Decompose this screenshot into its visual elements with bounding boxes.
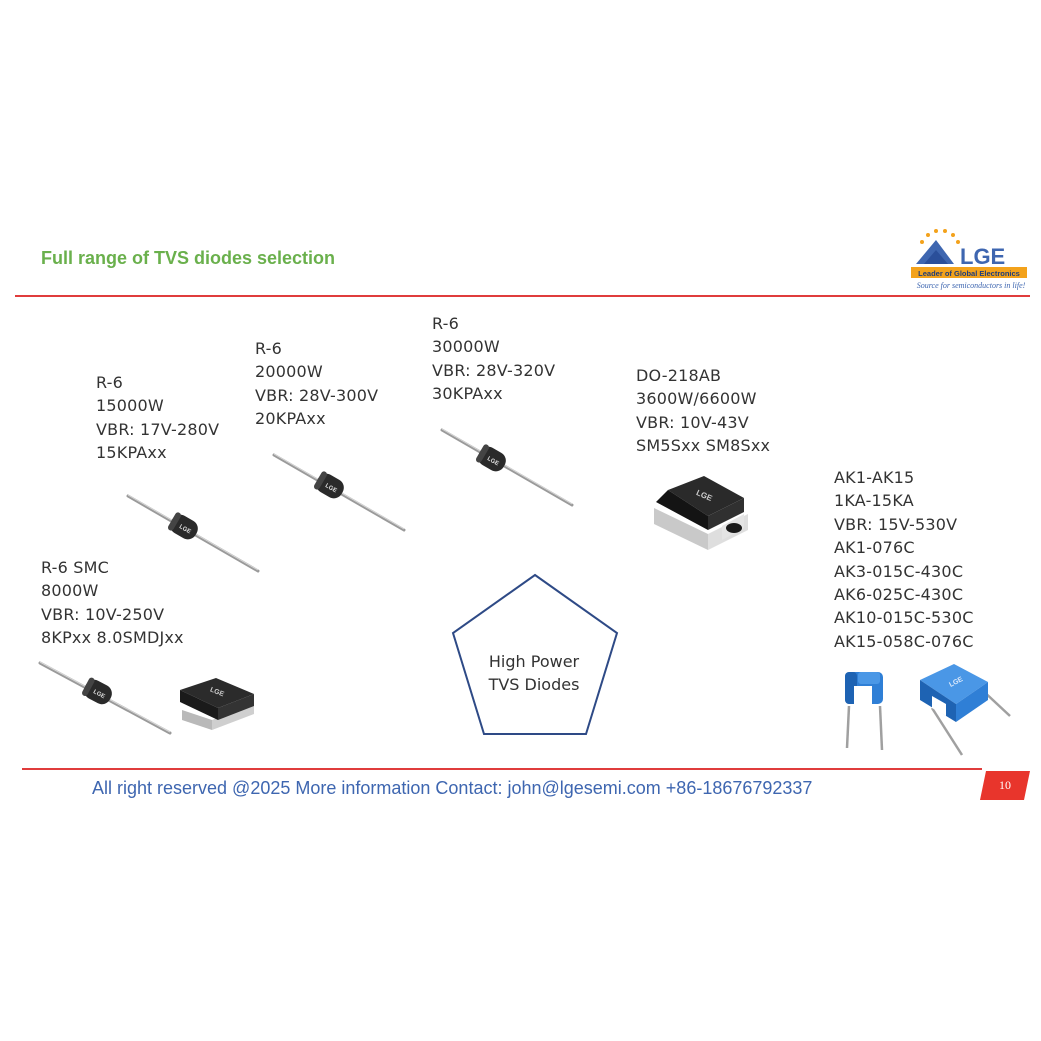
spec-r6-smc: R-6 SMC 8000W VBR: 10V-250V 8KPxx 8.0SMD…	[41, 556, 184, 650]
spec-line: AK1-AK15	[834, 468, 915, 487]
spec-line: VBR: 28V-300V	[255, 385, 379, 405]
pentagon-label-line: High Power	[488, 652, 580, 671]
footer-divider	[22, 768, 982, 770]
ak-small-package-image	[845, 672, 884, 751]
page-number-badge: 10	[980, 771, 1030, 800]
pentagon-shape	[451, 573, 619, 735]
spec-line: R-6	[255, 339, 283, 358]
spec-line: R-6	[432, 314, 460, 333]
pentagon-label-line: TVS Diodes	[488, 675, 580, 694]
spec-ak-series: AK1-AK15 1KA-15KA VBR: 15V-530V AK1-076C…	[834, 466, 974, 653]
spec-line: 15KPAxx	[96, 443, 167, 463]
svg-text:LGE: LGE	[324, 483, 338, 494]
svg-text:Source for semiconductors in l: Source for semiconductors in life!	[917, 281, 1026, 290]
spec-line: 1KA-15KA	[834, 491, 914, 511]
ak-large-package-image: LGE	[920, 664, 1011, 756]
svg-text:LGE: LGE	[486, 456, 500, 467]
do218ab-package-image: LGE	[654, 476, 748, 550]
spec-line: VBR: 17V-280V	[96, 419, 220, 439]
spec-line: 20KPAxx	[255, 409, 326, 429]
spec-line: 8KPxx 8.0SMDJxx	[41, 628, 184, 648]
spec-r6-15kpa: R-6 15000W VBR: 17V-280V 15KPAxx	[96, 371, 219, 465]
svg-text:LGE: LGE	[178, 524, 192, 535]
spec-line: 30KPAxx	[432, 384, 503, 404]
page-title: Full range of TVS diodes selection	[41, 248, 336, 268]
spec-line: 15000W	[96, 396, 164, 416]
spec-line: VBR: 10V-43V	[636, 412, 749, 432]
spec-line: 20000W	[255, 362, 323, 382]
spec-line: VBR: 28V-320V	[432, 360, 556, 380]
diode-r6-30kpa-image: LGE	[440, 428, 574, 507]
footer-contact: All right reserved @2025 More informatio…	[92, 778, 813, 798]
spec-line: AK1-076C	[834, 538, 915, 558]
spec-line: AK3-015C-430C	[834, 561, 964, 581]
spec-line: SM5Sxx SM8Sxx	[636, 436, 771, 456]
smc-package-image: LGE	[180, 678, 254, 730]
svg-text:LGE: LGE	[960, 244, 1005, 269]
diode-r6-15kpa-image: LGE	[126, 494, 260, 573]
spec-r6-30kpa: R-6 30000W VBR: 28V-320V 30KPAxx	[432, 312, 555, 406]
company-logo: LGE Leader of Global Electronics Source …	[908, 228, 1030, 294]
spec-line: VBR: 10V-250V	[41, 604, 165, 624]
spec-line: AK6-025C-430C	[834, 585, 964, 605]
spec-line: 30000W	[432, 337, 500, 357]
spec-line: VBR: 15V-530V	[834, 514, 958, 534]
spec-line: AK10-015C-530C	[834, 608, 974, 628]
spec-line: R-6	[96, 373, 124, 392]
spec-line: 3600W/6600W	[636, 389, 757, 409]
svg-text:LGE: LGE	[92, 689, 106, 700]
svg-text:Leader of Global Electronics: Leader of Global Electronics	[918, 269, 1020, 278]
header-divider	[15, 295, 1030, 297]
spec-line: R-6 SMC	[41, 558, 110, 577]
spec-r6-20kpa: R-6 20000W VBR: 28V-300V 20KPAxx	[255, 337, 378, 431]
spec-do218ab: DO-218AB 3600W/6600W VBR: 10V-43V SM5Sxx…	[636, 364, 770, 458]
spec-line: 8000W	[41, 581, 99, 601]
spec-line: DO-218AB	[636, 366, 722, 385]
pentagon-label: High Power TVS Diodes	[470, 650, 598, 696]
diode-r6-smc-axial-image: LGE	[38, 661, 172, 735]
diode-r6-20kpa-image: LGE	[272, 453, 406, 532]
spec-line: AK15-058C-076C	[834, 631, 974, 651]
